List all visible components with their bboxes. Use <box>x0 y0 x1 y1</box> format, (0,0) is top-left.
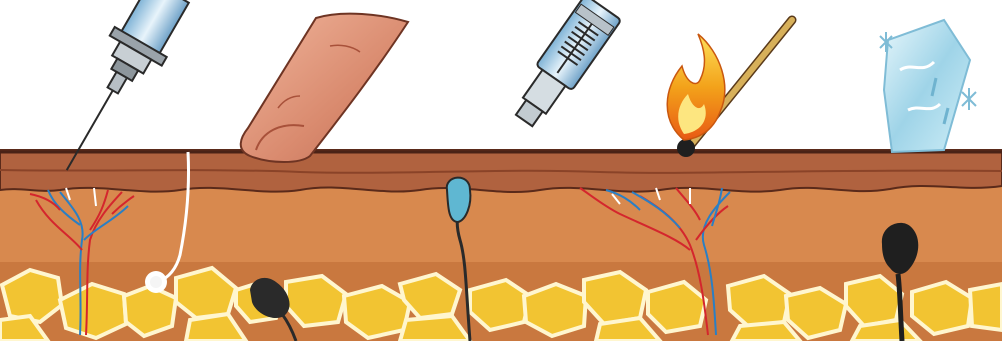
snowflake-icon <box>962 88 976 110</box>
fat-cell <box>124 286 176 336</box>
fat-cell <box>524 284 586 336</box>
fat-cell <box>970 284 1002 330</box>
finger-icon <box>241 14 408 162</box>
burning-match-icon <box>667 20 792 157</box>
brush-icon <box>506 0 621 133</box>
ice-icon <box>880 20 976 152</box>
